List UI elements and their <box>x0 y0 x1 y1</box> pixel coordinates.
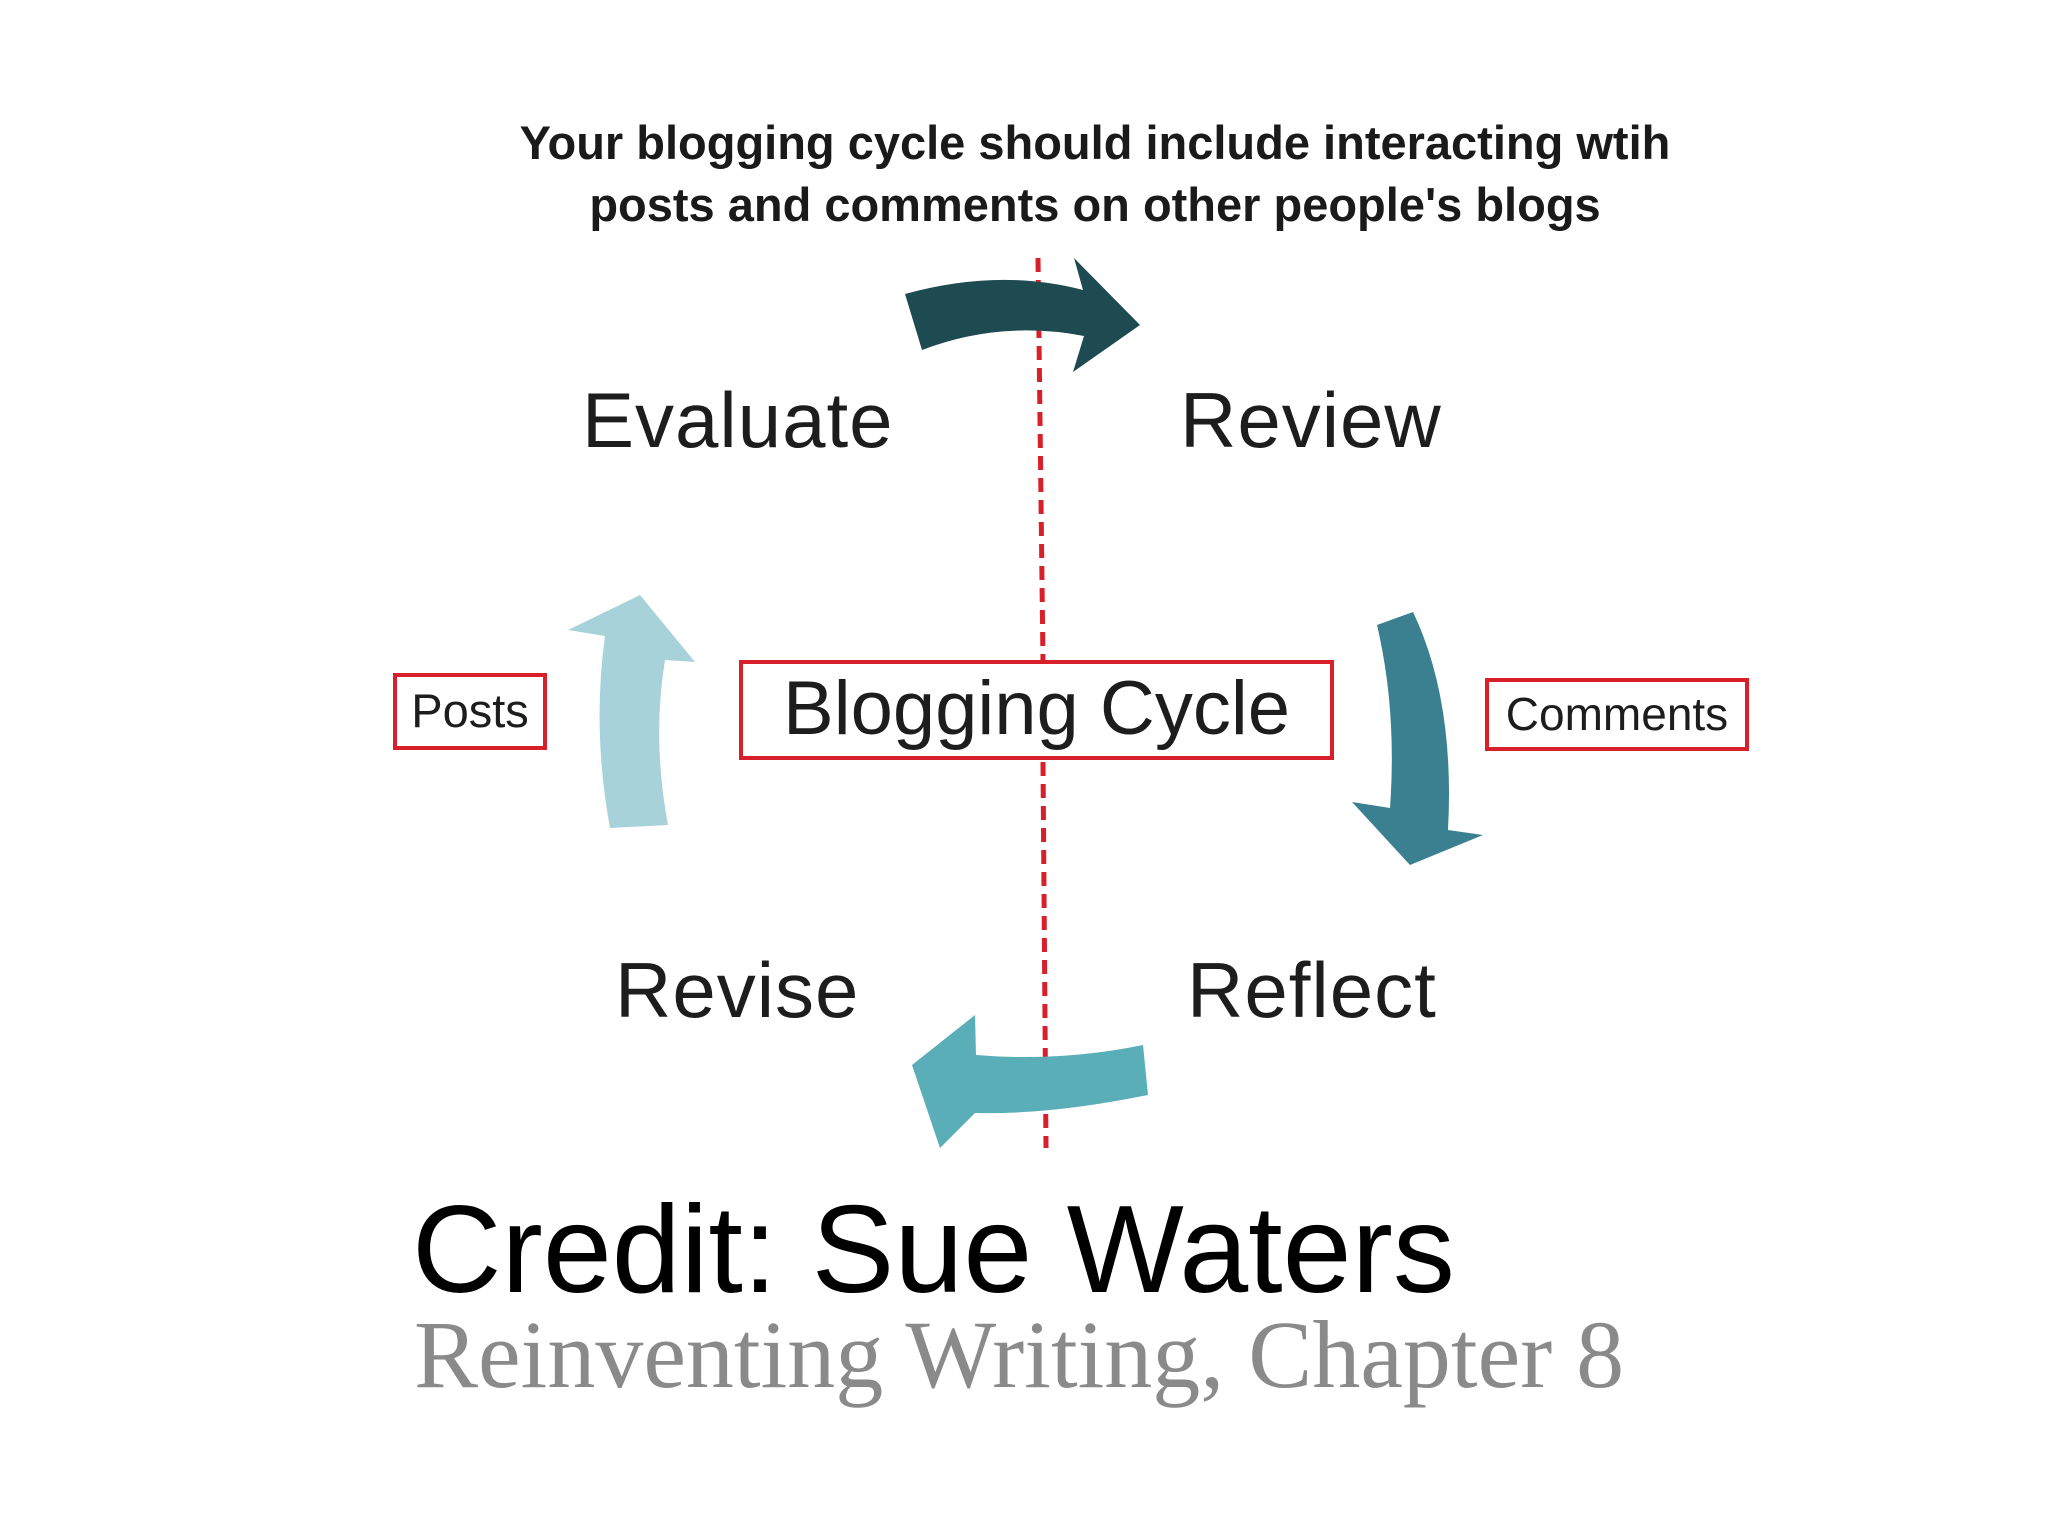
arrow-evaluate-to-review <box>905 258 1140 372</box>
comments-label-box: Comments <box>1485 678 1749 751</box>
arrow-reflect-to-revise <box>912 1015 1148 1148</box>
headline-line-1: Your blogging cycle should include inter… <box>519 116 1671 169</box>
diagram-headline: Your blogging cycle should include inter… <box>380 112 1810 236</box>
credit-source: Reinventing Writing, Chapter 8 <box>414 1301 1625 1408</box>
stage-label-review: Review <box>1180 376 1442 464</box>
center-label-box: Blogging Cycle <box>739 660 1334 760</box>
arrow-revise-to-evaluate <box>568 595 695 828</box>
stage-label-revise: Revise <box>615 946 860 1034</box>
posts-label-box: Posts <box>393 673 547 750</box>
stage-label-evaluate: Evaluate <box>582 376 894 464</box>
headline-line-2: posts and comments on other people's blo… <box>589 178 1601 231</box>
credit-title: Credit: Sue Waters <box>412 1181 1455 1319</box>
stage-label-reflect: Reflect <box>1187 946 1437 1034</box>
arrow-review-to-reflect <box>1352 612 1483 865</box>
